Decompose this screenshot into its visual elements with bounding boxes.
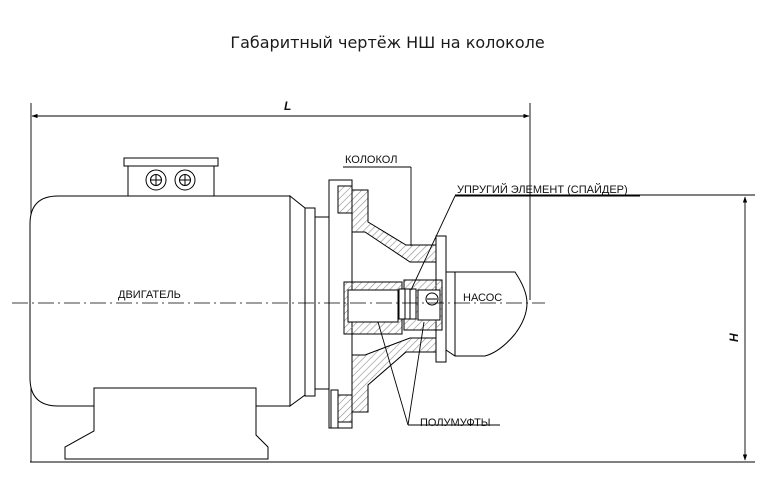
dimension-length-label: L xyxy=(284,99,291,113)
dimension-height xyxy=(30,194,755,463)
terminal-box xyxy=(123,157,219,167)
pump-label: НАСОС xyxy=(463,292,502,304)
half-couplings-label: ПОЛУМУФТЫ xyxy=(420,417,491,429)
leader-lines xyxy=(343,166,640,426)
half-couplings xyxy=(343,279,443,335)
pump xyxy=(445,271,528,357)
spider-label: УПРУГИЙ ЭЛЕМЕНТ (СПАЙДЕР) xyxy=(457,183,628,196)
spider-element xyxy=(398,288,417,320)
bell-housing-label: КОЛОКОЛ xyxy=(345,154,397,166)
drawing-title: Габаритный чертёж НШ на колоколе xyxy=(230,33,545,52)
cable-gland-icon xyxy=(174,169,196,191)
motor xyxy=(29,157,330,460)
dimension-height-label: H xyxy=(727,333,741,342)
motor-label: ДВИГАТЕЛЬ xyxy=(118,289,181,301)
cable-gland-icon xyxy=(145,169,167,191)
